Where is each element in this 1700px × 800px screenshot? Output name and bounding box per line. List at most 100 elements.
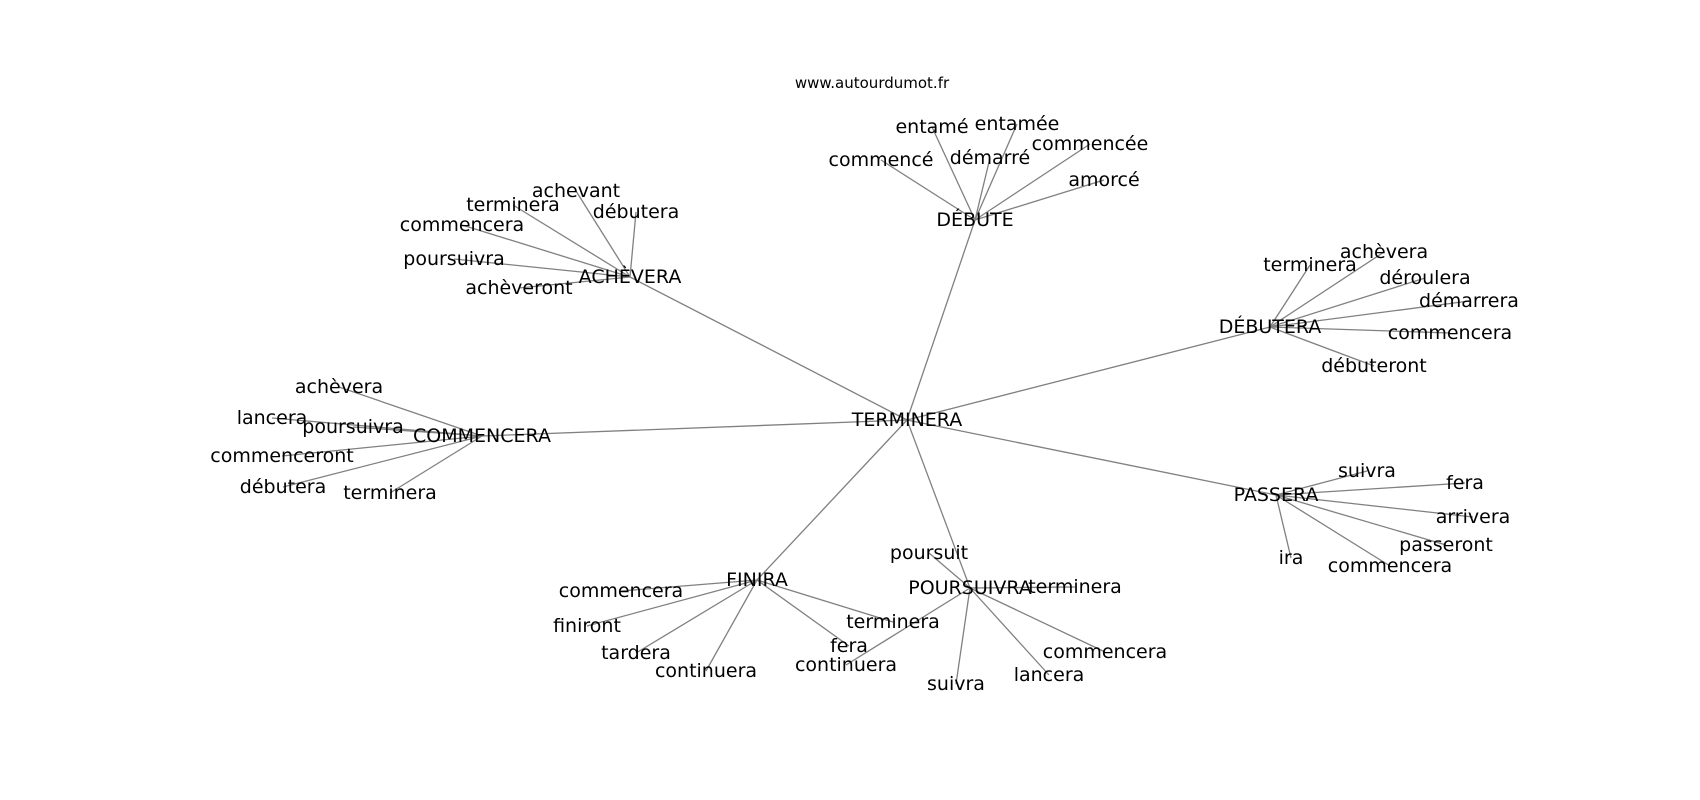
edge-achevera-leaf-0	[575, 190, 631, 278]
hub-node-debutera[interactable]: DÉBUTERA	[1219, 315, 1322, 338]
edge-achevera-leaf-2	[629, 211, 637, 278]
edge-center-passera	[906, 419, 1277, 496]
edge-finira-leaf-4	[756, 579, 850, 647]
leaf-node[interactable]: tardera	[601, 642, 671, 664]
leaf-node[interactable]: achèvera	[1340, 241, 1428, 263]
leaf-node[interactable]: achevant	[532, 180, 620, 202]
hub-node-achevera[interactable]: ACHÈVERA	[579, 265, 682, 288]
edge-center-debute	[906, 219, 976, 421]
edge-center-commencera	[481, 419, 908, 437]
edge-finira-leaf-2	[635, 579, 758, 654]
edge-poursuivra-leaf-3	[969, 587, 1050, 676]
hub-node-finira[interactable]: FINIRA	[726, 569, 788, 591]
edge-achevera-leaf-4	[453, 258, 631, 278]
hub-node-debute[interactable]: DÉBUTE	[936, 208, 1013, 231]
leaf-node[interactable]: suivra	[927, 673, 985, 695]
leaf-node[interactable]: terminera	[466, 194, 560, 216]
leaf-node[interactable]: achèveront	[465, 277, 572, 299]
leaf-node[interactable]: démarré	[950, 147, 1030, 169]
edge-poursuivra-leaf-5	[845, 587, 971, 666]
leaf-node[interactable]: commencera	[400, 214, 524, 236]
edge-commencera-leaf-4	[282, 435, 483, 488]
edge-center-achevera	[629, 276, 908, 421]
leaf-node[interactable]: fera	[1446, 472, 1484, 494]
edge-debutera-leaf-5	[1269, 326, 1375, 367]
leaf-node[interactable]: continuera	[795, 654, 897, 676]
edge-poursuivra-leaf-0	[928, 552, 971, 589]
edge-debute-leaf-4	[974, 157, 991, 221]
leaf-node[interactable]: achèvera	[295, 376, 383, 398]
leaf-node[interactable]: débutera	[593, 201, 679, 223]
edge-debute-leaf-1	[974, 123, 1018, 221]
leaf-node[interactable]: démarrera	[1419, 290, 1519, 312]
edge-poursuivra-leaf-4	[955, 587, 971, 685]
leaf-node[interactable]: continuera	[655, 660, 757, 682]
edge-poursuivra-leaf-1	[969, 586, 1076, 589]
edge-passera-leaf-3	[1275, 494, 1447, 546]
edge-debutera-leaf-4	[1269, 326, 1451, 334]
leaf-node[interactable]: arrivera	[1436, 506, 1511, 528]
edge-passera-leaf-5	[1275, 494, 1391, 567]
leaf-node[interactable]: lancera	[1014, 664, 1085, 686]
leaf-node[interactable]: passeront	[1399, 534, 1493, 556]
leaf-node[interactable]: ira	[1279, 547, 1304, 569]
source-label: www.autourdumot.fr	[795, 74, 950, 92]
leaf-node[interactable]: terminera	[1263, 254, 1357, 276]
leaf-node[interactable]: entamée	[975, 113, 1060, 135]
leaf-node[interactable]: suivra	[1338, 460, 1396, 482]
edge-poursuivra-leaf-2	[969, 587, 1106, 653]
leaf-node[interactable]: débutera	[240, 476, 326, 498]
leaf-node[interactable]: commencera	[559, 580, 683, 602]
edge-debutera-leaf-3	[1269, 300, 1470, 328]
leaf-node[interactable]: poursuivra	[403, 248, 504, 270]
leaf-node[interactable]: déroulera	[1379, 267, 1470, 289]
edge-commencera-leaf-0	[338, 386, 483, 437]
edge-achevera-leaf-5	[518, 276, 631, 289]
edge-commencera-leaf-3	[281, 435, 483, 457]
leaf-node[interactable]: lancera	[237, 407, 308, 429]
edge-passera-leaf-4	[1275, 494, 1292, 559]
hub-node-commencera[interactable]: COMMENCERA	[413, 425, 551, 447]
edge-debutera-leaf-2	[1269, 277, 1426, 328]
leaf-node[interactable]: commencera	[1388, 322, 1512, 344]
edge-passera-leaf-1	[1275, 482, 1466, 496]
leaf-node[interactable]: débuteront	[1321, 355, 1427, 377]
edge-passera-leaf-2	[1275, 494, 1474, 518]
center-node[interactable]: TERMINERA	[851, 409, 962, 431]
edge-commencera-leaf-2	[352, 426, 483, 437]
leaf-node[interactable]: amorcé	[1068, 169, 1139, 191]
leaf-node[interactable]: commencé	[829, 149, 934, 171]
edge-finira-leaf-1	[586, 579, 758, 627]
leaf-node[interactable]: terminera	[343, 482, 437, 504]
edge-commencera-leaf-5	[389, 435, 483, 494]
edge-finira-leaf-3	[705, 579, 758, 672]
leaf-node[interactable]: commencera	[1043, 641, 1167, 663]
graph-edges	[271, 123, 1474, 685]
leaf-node[interactable]: fera	[830, 635, 868, 657]
hub-node-passera[interactable]: PASSERA	[1234, 484, 1319, 506]
leaf-node[interactable]: terminera	[846, 611, 940, 633]
leaf-node[interactable]: poursuit	[890, 542, 968, 564]
hub-node-poursuivra[interactable]: POURSUIVRA	[908, 577, 1032, 599]
edge-finira-leaf-5	[756, 579, 894, 623]
leaf-node[interactable]: commencée	[1032, 133, 1149, 155]
edge-center-finira	[756, 419, 908, 581]
edge-debute-leaf-5	[974, 179, 1105, 221]
edge-finira-leaf-0	[620, 579, 758, 592]
edge-center-debutera	[906, 326, 1271, 421]
leaf-node[interactable]: entamé	[895, 116, 968, 138]
leaf-node[interactable]: commencera	[1328, 555, 1452, 577]
edge-debutera-leaf-0	[1269, 251, 1385, 328]
leaf-node[interactable]: finiront	[553, 615, 621, 637]
edge-achevera-leaf-3	[461, 224, 631, 278]
edge-debute-leaf-3	[880, 159, 976, 221]
edge-debute-leaf-0	[931, 126, 976, 221]
edge-achevera-leaf-1	[512, 204, 631, 278]
leaf-node[interactable]: terminera	[1028, 576, 1122, 598]
leaf-node[interactable]: poursuivra	[302, 416, 403, 438]
edge-passera-leaf-0	[1275, 470, 1368, 496]
leaf-node[interactable]: commenceront	[210, 445, 353, 467]
edge-center-poursuivra	[906, 419, 971, 589]
